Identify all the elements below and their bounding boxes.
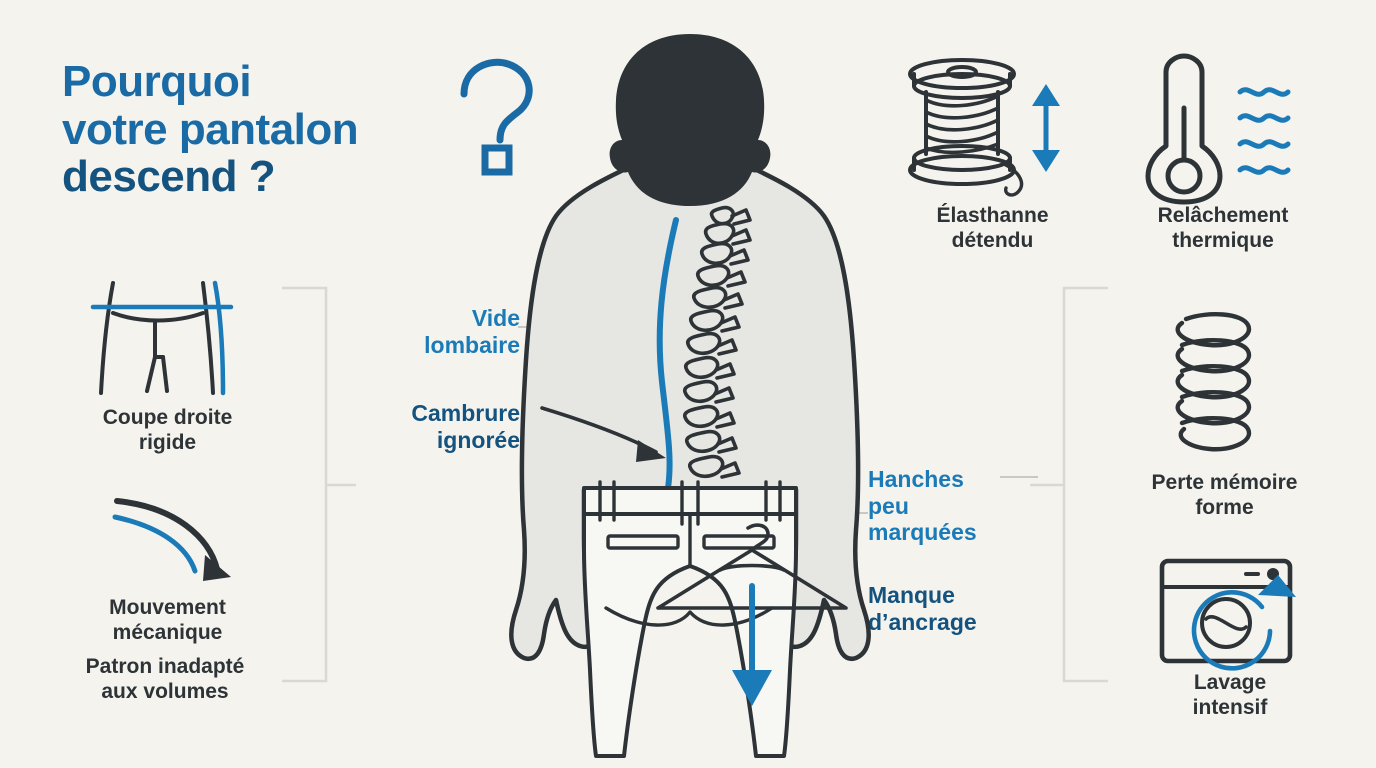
- callout-hanches-peu-marquees: Hanches peu marquées: [868, 466, 977, 546]
- callout-manque-ancrage: Manque d’ancrage: [868, 582, 977, 635]
- card-caption: Coupe droite rigide: [102, 406, 233, 454]
- page-title: Pourquoi votre pantalon descend ?: [62, 58, 462, 201]
- card-elasthanne-detendu: Élasthanne détendu: [900, 48, 1085, 254]
- down-arrow-icon: [732, 583, 772, 706]
- callout-cambrure-ignoree: Cambrure ignorée: [411, 400, 520, 453]
- card-caption: Relâchement thermique: [1157, 204, 1289, 252]
- thread-spool-icon: [908, 58, 1060, 197]
- title-line-1: Pourquoi: [62, 57, 252, 106]
- card-patron-inadapte: Patron inadapté aux volumes: [40, 655, 290, 705]
- trousers-waistband-icon: [90, 280, 234, 396]
- card-relachement-thermique: Relâchement thermique: [1128, 48, 1318, 254]
- card-caption: Lavage intensif: [1192, 671, 1268, 719]
- card-mouvement-mecanique: Mouvement mécanique: [55, 485, 280, 646]
- leader-hanches-bracket: [1000, 476, 1038, 478]
- card-caption: Mouvement mécanique: [109, 596, 226, 644]
- human-back-figure: [509, 34, 871, 758]
- card-caption: Élasthanne détendu: [936, 204, 1049, 252]
- card-coupe-droite-rigide: Coupe droite rigide: [55, 275, 280, 456]
- coil-spring-icon: [1175, 312, 1252, 452]
- card-lavage-intensif: Lavage intensif: [1130, 555, 1330, 721]
- thermometer-icon: [1145, 53, 1291, 205]
- title-line-2: votre pantalon: [62, 104, 359, 154]
- callout-vide-lombaire: Vide lombaire: [424, 305, 520, 358]
- question-mark-icon: [452, 52, 552, 176]
- curved-arrow-icon: [112, 498, 231, 581]
- washing-machine-icon: [1159, 558, 1296, 671]
- right-bracket: [1030, 286, 1108, 683]
- title-line-3: descend ?: [62, 152, 276, 202]
- card-caption: Patron inadapté aux volumes: [85, 655, 245, 703]
- card-perte-memoire-forme: Perte mémoire forme: [1112, 305, 1337, 521]
- card-caption: Perte mémoire forme: [1151, 471, 1298, 519]
- left-bracket: [282, 286, 356, 683]
